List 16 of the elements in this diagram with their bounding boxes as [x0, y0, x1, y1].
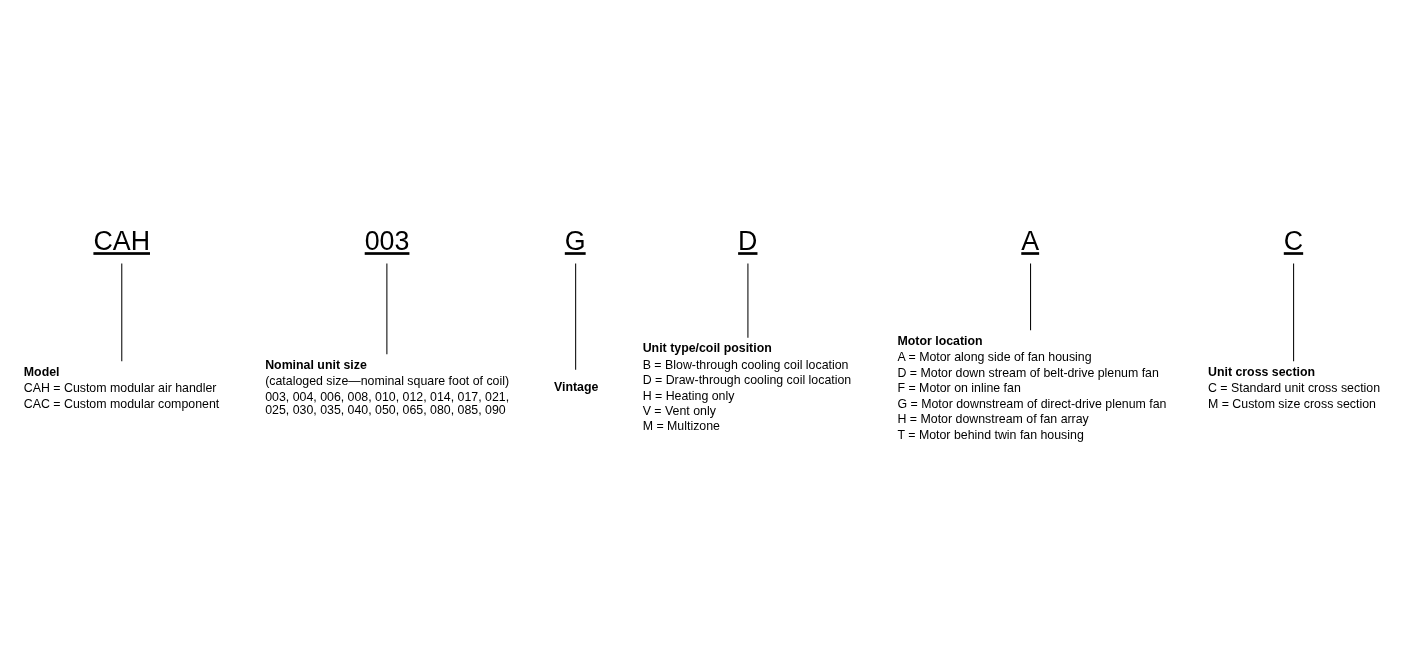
node-text: 003 — [364, 225, 410, 256]
node-text: CAH — [93, 225, 150, 256]
node-text: Unit type/coil position B = Blow-through cooling coil location D = Draw-through cooling coil location H = Heating only V = Vent only M = Multizone — [642, 340, 852, 433]
connector — [1293, 262, 1295, 362]
node-text: Model CAH = Custom modular air handler CAC = Custom modular component — [23, 364, 220, 411]
node-text: Vintage — [553, 379, 599, 394]
connector — [121, 262, 123, 362]
node-text: Motor location A = Motor along side of fan housing D = Motor down stream of belt-drive plenum fan F = Motor on inline fan G = Motor downstream of direct-drive plenum fan H = Motor downstream of fan array T = Motor behind twin fan housing — [897, 333, 1167, 442]
connector — [1030, 262, 1032, 331]
node-text: Unit cross section C = Standard unit cross section M = Custom size cross section — [1207, 364, 1381, 411]
connector — [575, 262, 577, 370]
node-text: Nominal unit size (cataloged size—nominal square foot of coil) 003, 004, 006, 008, 010, 012, 014, 017, 021, 025, 030, 035, 040, 050, 065, 080, 085, 090 — [265, 357, 510, 417]
node-text: D — [738, 225, 758, 256]
node-text: A — [1021, 225, 1040, 256]
node-text: G — [564, 225, 586, 256]
node-text: C — [1283, 225, 1304, 256]
